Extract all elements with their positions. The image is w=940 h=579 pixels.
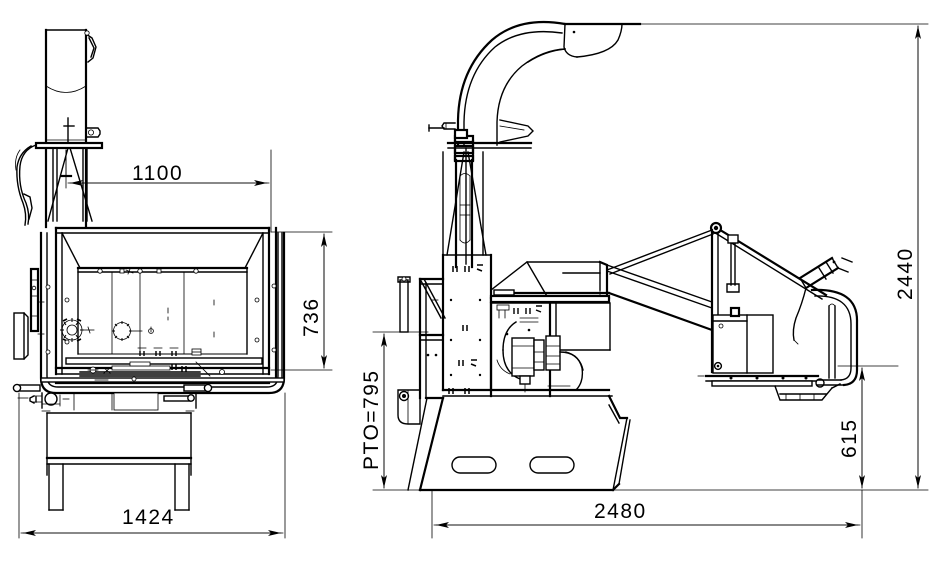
dimension-2440: 2440 <box>612 23 929 491</box>
dimension-736: 736 <box>270 231 333 371</box>
side-view <box>397 20 859 492</box>
dimension-736-label: 736 <box>300 297 323 337</box>
front-base-frame <box>39 226 286 395</box>
front-hopper <box>54 226 271 376</box>
front-left-guard <box>15 144 37 226</box>
front-lower-housing <box>17 392 197 411</box>
side-rear-guard <box>810 288 859 387</box>
side-feed-mechanism <box>489 289 611 398</box>
side-support-stand <box>397 276 446 425</box>
front-view <box>12 28 286 511</box>
dimension-1100-label: 1100 <box>132 162 183 185</box>
front-axle-stubs <box>12 383 213 393</box>
side-engine-enclosure <box>697 306 825 388</box>
side-base-skid <box>407 388 631 492</box>
front-rotor-detail <box>60 299 215 342</box>
front-discharge-chute <box>44 28 101 229</box>
dimension-pto-795: PTO=795 <box>360 331 429 491</box>
dimension-1424-label: 1424 <box>122 506 175 529</box>
dimension-2480: 2480 <box>431 489 863 539</box>
side-chute-collar <box>428 122 533 163</box>
side-lower-apron <box>774 383 841 401</box>
side-discharge-chute <box>456 20 642 147</box>
dimension-2440-label: 2440 <box>894 247 917 300</box>
front-left-side-plate <box>13 267 277 360</box>
dimension-1100: 1100 <box>65 149 272 233</box>
dimension-pto-795-label: PTO=795 <box>360 369 383 470</box>
side-chute-riser <box>441 147 493 394</box>
dimension-2480-label: 2480 <box>594 500 647 523</box>
front-skirt-box <box>41 410 195 511</box>
front-lower-fastener-cluster <box>137 347 202 356</box>
dimension-1424: 1424 <box>18 392 286 539</box>
dimension-615: 615 <box>837 365 899 489</box>
dimension-615-label: 615 <box>838 418 861 458</box>
